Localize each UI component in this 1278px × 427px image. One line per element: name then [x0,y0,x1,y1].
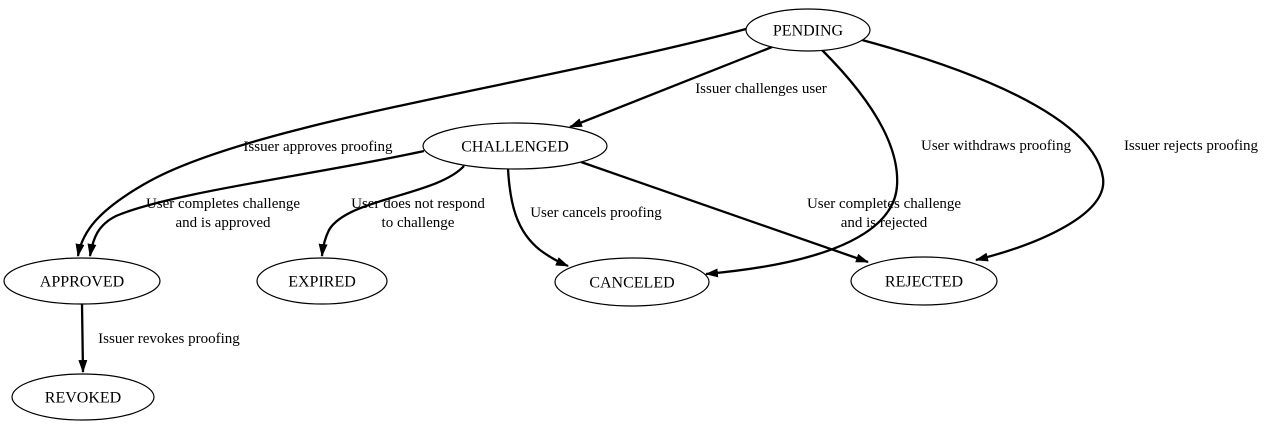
edge-label-pending-to-rejected: Issuer rejects proofing [1124,138,1259,154]
edge-label-challenged-to-expired-line1: User does not respond [351,196,485,212]
node-label-revoked: REVOKED [45,390,121,407]
node-label-approved: APPROVED [40,274,124,291]
node-approved [3,257,161,305]
edge-label-challenged-to-approved-line1: User completes challenge [146,196,300,212]
edge-label-challenged-to-canceled: User cancels proofing [530,205,662,221]
node-pending [745,8,871,52]
edge-pending-to-rejected [861,38,1105,262]
edge-label-challenged-to-rejected-line2: and is rejected [841,215,928,231]
edge-label-pending-to-challenged: Issuer challenges user [695,81,827,97]
edge-label-challenged-to-rejected-line1: User completes challenge [807,196,961,212]
edge-challenged-to-approved [87,149,425,257]
edge-label-approved-to-revoked: Issuer revokes proofing [98,331,240,347]
edge-pending-to-approved [75,27,747,257]
node-label-challenged: CHALLENGED [461,139,569,156]
edge-pending-to-challenged [569,45,773,129]
node-canceled [554,257,710,307]
edge-challenged-to-expired [318,165,465,257]
node-label-canceled: CANCELED [589,275,674,292]
edge-label-challenged-to-approved-line2: and is approved [176,215,271,231]
node-rejected [850,256,998,306]
node-revoked [11,373,155,421]
node-label-expired: EXPIRED [288,274,356,291]
nodes-layer: PENDING CHALLENGED APPROVED EXPIRED CANCELED… [3,8,998,421]
node-label-pending: PENDING [773,23,844,40]
edge-approved-to-revoked [78,303,88,373]
edge-challenged-to-canceled [506,168,569,268]
edge-label-challenged-to-expired-line2: to challenge [382,215,455,231]
edge-challenged-to-rejected [580,160,869,264]
edge-pending-to-canceled [705,49,899,278]
node-expired [256,257,388,305]
edge-label-pending-to-canceled: User withdraws proofing [921,138,1071,154]
edges-layer [75,27,1105,373]
node-label-rejected: REJECTED [885,274,963,291]
edge-label-pending-to-approved: Issuer approves proofing [243,139,393,155]
node-challenged [422,122,608,170]
